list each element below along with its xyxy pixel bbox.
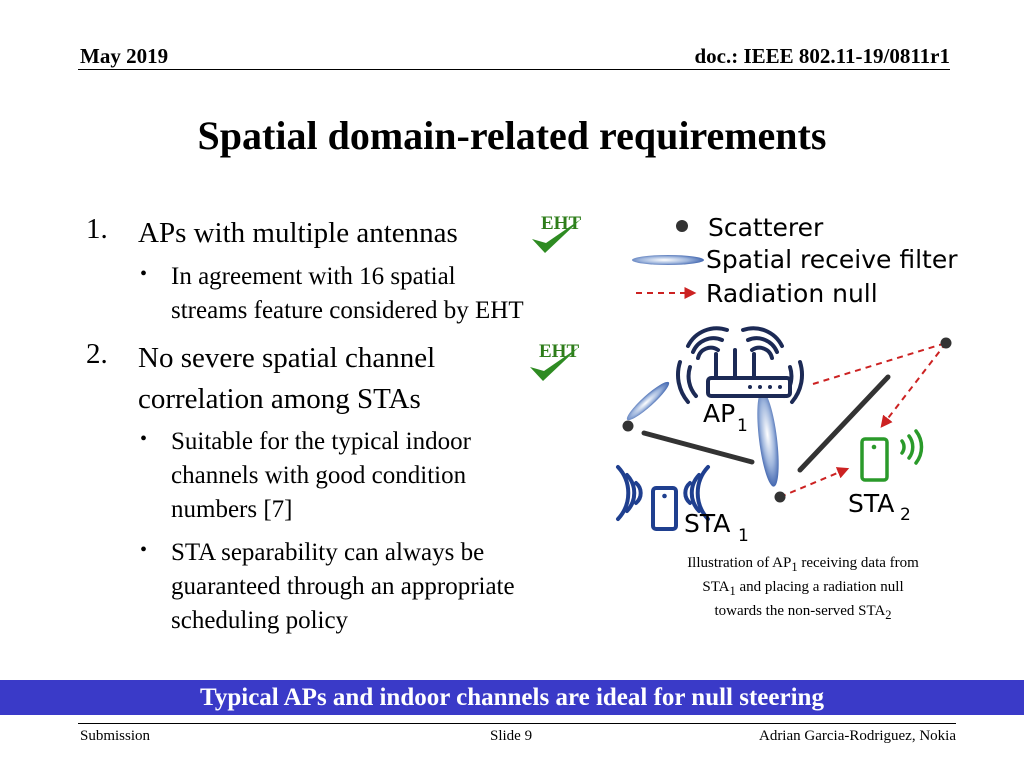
sta1-label-subscript: 1 [738, 526, 749, 546]
ap-label: AP [703, 399, 735, 428]
bullet-line: scheduling policy [171, 607, 349, 634]
caption-line: towards the non-served STA2 [660, 601, 946, 625]
ap-label-subscript: 1 [737, 416, 748, 436]
item-2-bullet-1: Suitable for the typical indoor channels… [171, 425, 471, 527]
footer-slide-number: Slide 9 [490, 728, 533, 744]
item-1-number: 1. [86, 213, 108, 245]
bullet-line: Suitable for the typical indoor [171, 428, 471, 455]
item-2-number: 2. [86, 338, 108, 370]
bullet-icon: • [140, 263, 148, 285]
router-lights [748, 385, 782, 389]
sta2-camera [871, 444, 877, 450]
receive-filter-icon [632, 255, 704, 265]
slide-title: Spatial domain-related requirements [197, 113, 827, 158]
item-2-line-1: No severe spatial channel [138, 342, 436, 374]
legend-null: Radiation null [706, 279, 878, 308]
conclusion-banner [0, 680, 1024, 715]
sta2-label-subscript: 2 [900, 505, 911, 525]
legend: Scatterer Spatial receive filter Radiati… [632, 213, 958, 308]
caption-line: STA1 and placing a radiation null [660, 577, 946, 601]
sta1-phone-icon [616, 465, 710, 531]
check-icon [530, 347, 579, 381]
sta2-label: STA [848, 489, 894, 518]
sta1-camera [662, 493, 667, 499]
caption-line: Illustration of AP1 receiving data from [660, 553, 946, 577]
bullet-line: In agreement with 16 spatial [171, 263, 456, 290]
receive-filter-lobe [626, 381, 670, 421]
caption-text: receiving data from [797, 555, 919, 571]
scatterer-wall [641, 430, 755, 465]
sta2-phone-icon [860, 429, 924, 482]
null-steering-figure: Scatterer Spatial receive filter Radiati… [616, 213, 958, 546]
sta1-label: STA [684, 509, 730, 538]
check-icon [532, 219, 581, 253]
router-icon [676, 326, 804, 404]
item-1-text: APs with multiple antennas [138, 213, 458, 254]
header-date: May 2019 [80, 44, 169, 68]
scatterer-dot [622, 420, 634, 432]
bullet-icon: • [140, 539, 148, 561]
eht-badge-1: EHT [541, 213, 582, 234]
bullet-line: channels with good condition [171, 462, 467, 489]
null-path [779, 467, 850, 498]
figure-caption: Illustration of AP1 receiving data from … [660, 553, 946, 625]
legend-scatterer: Scatterer [708, 213, 824, 242]
item-2-bullet-2: STA separability can always be guarantee… [171, 536, 515, 638]
caption-text: and placing a radiation null [735, 579, 904, 595]
item-2-text: No severe spatial channel correlation am… [138, 338, 435, 420]
null-path [880, 342, 947, 428]
eht-badge-2: EHT [539, 341, 580, 362]
footer-author: Adrian Garcia-Rodriguez, Nokia [758, 728, 956, 744]
bullet-line: guaranteed through an appropriate [171, 573, 515, 600]
legend-filter: Spatial receive filter [706, 245, 958, 274]
header-divider [78, 69, 950, 70]
item-1-line-1: APs with multiple antennas [138, 217, 458, 249]
bullet-line: STA separability can always be [171, 539, 485, 566]
item-2-line-2: correlation among STAs [138, 383, 421, 415]
bullet-line: numbers [7] [171, 496, 293, 523]
scatterer-dot [940, 337, 952, 349]
receive-filter-lobe [757, 391, 779, 487]
caption-subscript: 1 [729, 584, 736, 598]
scatterer-wall [797, 374, 891, 473]
null-path [812, 342, 947, 385]
caption-text: Illustration of AP [687, 555, 792, 571]
scatterer-dot [774, 491, 786, 503]
item-1-bullet-1: In agreement with 16 spatial streams fea… [171, 260, 524, 328]
header-doc-id: doc.: IEEE 802.11-19/0811r1 [694, 44, 950, 68]
footer-submission: Submission [80, 728, 151, 744]
banner-text: Typical APs and indoor channels are idea… [200, 684, 824, 711]
bullet-icon: • [140, 428, 148, 450]
caption-text: towards the non-served STA [714, 603, 886, 619]
caption-text: STA [702, 579, 730, 595]
caption-subscript: 1 [791, 560, 798, 574]
scatterer-icon [676, 220, 688, 232]
caption-subscript: 2 [885, 608, 892, 622]
footer-divider [78, 723, 956, 724]
bullet-line: streams feature considered by EHT [171, 297, 524, 324]
